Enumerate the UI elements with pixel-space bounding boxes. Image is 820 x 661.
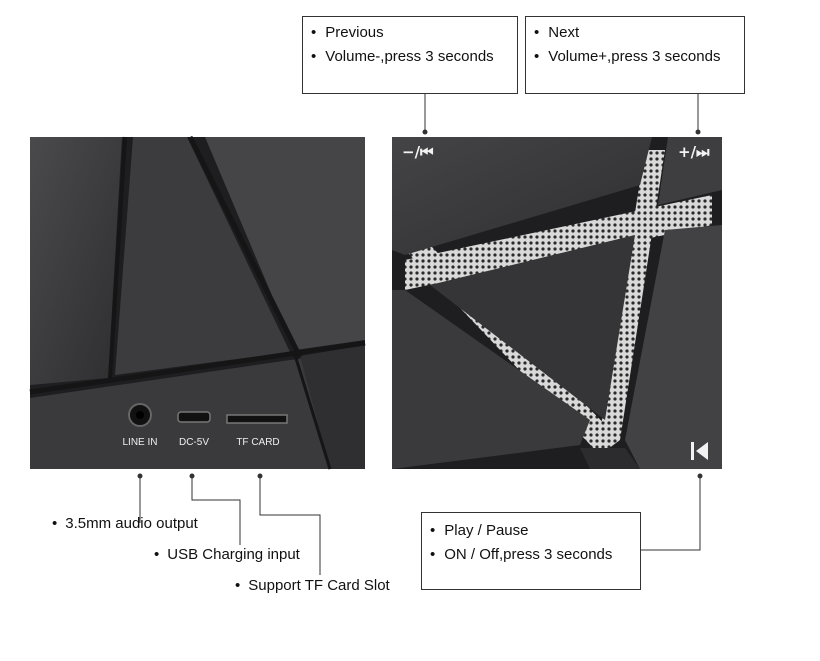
callout-previous-line-2: Volume-,press 3 seconds bbox=[311, 45, 509, 69]
callout-play-line-2: ON / Off,press 3 seconds bbox=[430, 543, 632, 567]
volume-up-next-icon[interactable]: +/⏭ bbox=[678, 143, 710, 161]
leader-dots bbox=[137, 129, 703, 479]
play-pause-icon[interactable] bbox=[691, 442, 708, 460]
speaker-back-view: LINE IN DC-5V TF CARD bbox=[29, 135, 366, 470]
label-usb-charging: USB Charging input bbox=[154, 545, 300, 565]
facet bbox=[392, 137, 652, 255]
speaker-top-view: −/⏮ +/⏭ bbox=[392, 137, 722, 469]
facet bbox=[658, 137, 722, 205]
callout-previous-line-1: Previous bbox=[311, 21, 509, 45]
facet bbox=[580, 448, 640, 469]
port-label-line-in: LINE IN bbox=[122, 437, 157, 448]
facet bbox=[30, 352, 365, 469]
facet bbox=[300, 345, 365, 469]
callout-play-line-1: Play / Pause bbox=[430, 519, 632, 543]
grille-strip bbox=[598, 150, 665, 445]
callout-previous: Previous Volume-,press 3 seconds bbox=[302, 16, 518, 94]
label-audio-output: 3.5mm audio output bbox=[52, 514, 198, 534]
facet bbox=[115, 137, 290, 375]
facet bbox=[30, 137, 122, 385]
leader-lines bbox=[139, 94, 701, 575]
port-label-tf-card: TF CARD bbox=[236, 437, 279, 448]
callout-next-line-2: Volume+,press 3 seconds bbox=[534, 45, 736, 69]
port-label-dc-5v: DC-5V bbox=[179, 437, 209, 448]
tf-card-slot bbox=[226, 414, 288, 424]
callout-next: Next Volume+,press 3 seconds bbox=[525, 16, 745, 94]
facet bbox=[205, 137, 365, 350]
facet bbox=[430, 235, 635, 420]
facet bbox=[392, 290, 590, 469]
volume-down-prev-icon[interactable]: −/⏮ bbox=[402, 143, 434, 161]
callout-play: Play / Pause ON / Off,press 3 seconds bbox=[421, 512, 641, 590]
dc-port bbox=[177, 411, 211, 423]
label-tf-slot: Support TF Card Slot bbox=[235, 576, 389, 596]
facet bbox=[625, 225, 722, 469]
callout-next-line-1: Next bbox=[534, 21, 736, 45]
